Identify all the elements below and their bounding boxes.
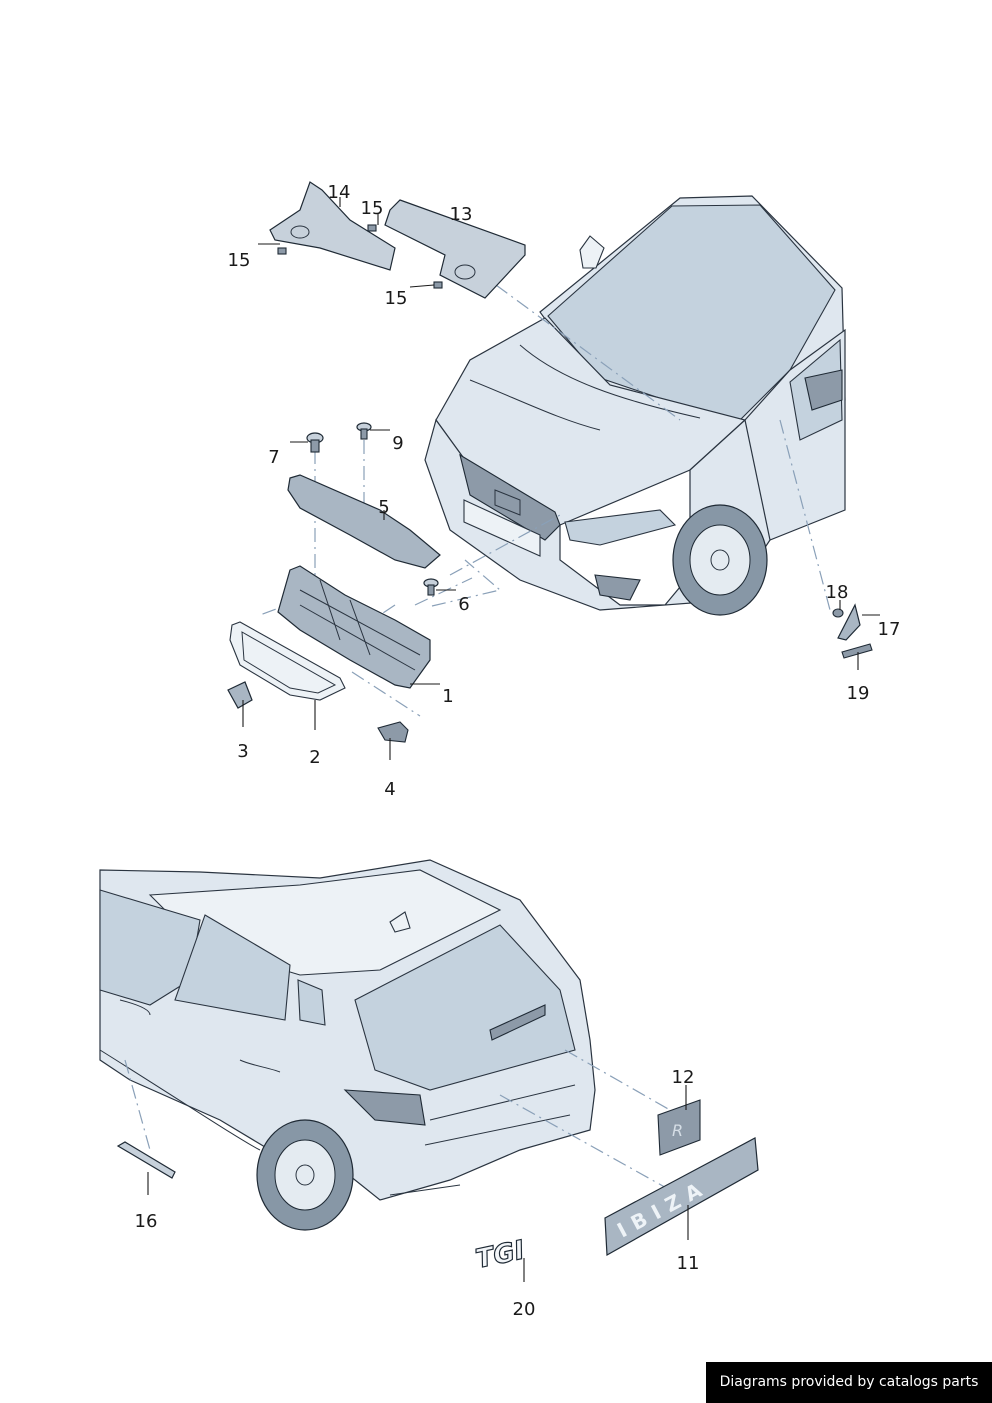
label-1: 1: [442, 686, 453, 707]
part-16-side-strip: [116, 1141, 176, 1179]
label-7: 7: [268, 447, 279, 468]
part-17-mirror-triangle: [837, 603, 861, 641]
label-20: 20: [513, 1299, 536, 1320]
label-11: 11: [677, 1253, 700, 1274]
label-12: 12: [672, 1067, 695, 1088]
part-7-screw: [306, 432, 324, 453]
part-15-clip: [433, 281, 443, 289]
label-14: 14: [328, 182, 351, 203]
label-18: 18: [826, 582, 849, 603]
rear-car-illustration: [99, 859, 596, 1231]
part-18-clip: [832, 608, 844, 618]
part-15-clip: [367, 224, 377, 232]
part-5-air-guide: [287, 474, 441, 569]
reference-lines: [124, 284, 831, 1191]
front-car-illustration: [424, 195, 846, 616]
part-3-cover-cap: [227, 681, 253, 709]
label-15: 15: [361, 198, 384, 219]
part-13-cowl-panel: [384, 199, 526, 299]
part-6-screw: [423, 578, 439, 596]
label-6: 6: [458, 594, 469, 615]
label-9: 9: [392, 433, 403, 454]
label-5: 5: [378, 497, 389, 518]
tgi-emblem-text: TGI: [473, 1235, 527, 1275]
leader-lines: [147, 197, 880, 1282]
part-9-screw: [356, 422, 372, 440]
label-15: 15: [228, 250, 251, 271]
label-15: 15: [385, 288, 408, 309]
part-number-labels: 14 15 13 15 15 7 9 5 6 1 3 2 4 18 17 19 …: [135, 182, 901, 1320]
badge-12-glyph: R: [672, 1121, 683, 1140]
part-4-fr-emblem: [377, 721, 409, 743]
label-13: 13: [450, 204, 473, 225]
part-14-cowl-panel: [269, 181, 396, 271]
part-19-trim-strip: [841, 643, 873, 659]
part-15-clip: [277, 247, 287, 255]
label-19: 19: [847, 683, 870, 704]
label-16: 16: [135, 1211, 158, 1232]
credit-banner: Diagrams provided by catalogs parts: [706, 1362, 992, 1403]
label-3: 3: [237, 741, 248, 762]
label-4: 4: [384, 779, 395, 800]
label-2: 2: [309, 747, 320, 768]
part-11-model-badge: [604, 1137, 759, 1256]
label-17: 17: [878, 619, 901, 640]
